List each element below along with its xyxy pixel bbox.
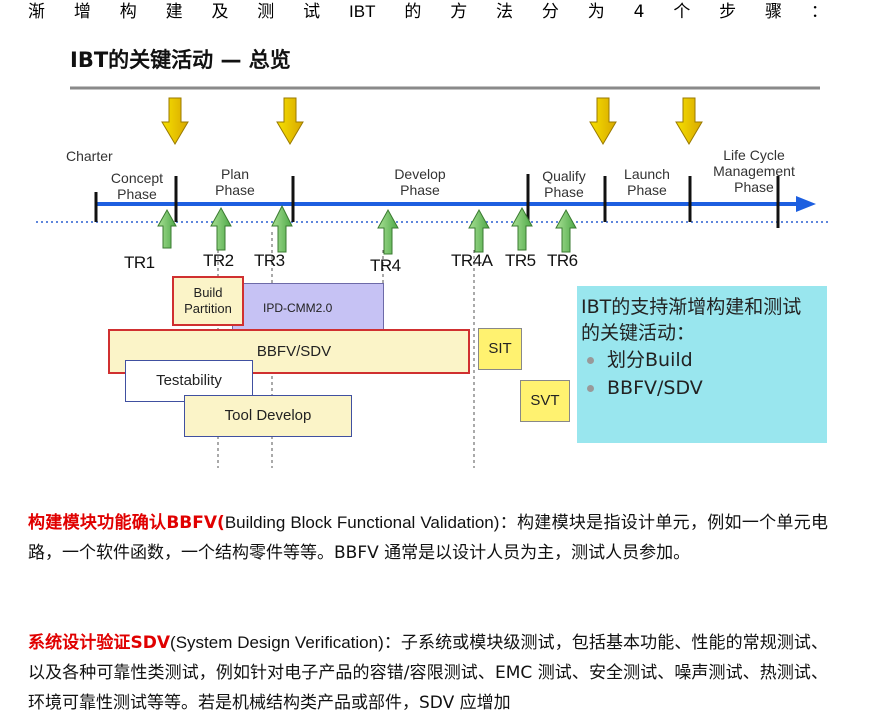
- yellow-arrow: [589, 97, 617, 145]
- ibt-key-activities-panel: IBT的支持渐增构建和测试的关键活动： 划分Build BBFV/SDV: [577, 286, 827, 443]
- intro-char: 测: [257, 2, 275, 22]
- intro-char: 为: [587, 2, 605, 22]
- tr2-label: TR2: [203, 251, 234, 270]
- sit-box: SIT: [478, 328, 522, 370]
- intro-char: 方: [450, 2, 468, 22]
- phase-qualify: Qualify Phase: [542, 168, 586, 200]
- bbfv-paragraph: 构建模块功能确认BBFV(Building Block Functional V…: [28, 508, 828, 568]
- tr1-label: TR1: [124, 253, 155, 272]
- sdv-english: (System Design Verification): [170, 633, 384, 652]
- intro-char: 建: [165, 2, 183, 22]
- green-arrow: [377, 208, 399, 255]
- intro-char: IBT: [349, 2, 376, 21]
- green-arrow: [468, 208, 490, 253]
- intro-char: 试: [303, 2, 321, 22]
- yellow-arrow: [276, 97, 304, 145]
- diagram-graphics: [36, 86, 828, 468]
- yellow-arrow: [161, 97, 189, 145]
- panel-title: IBT的支持渐增构建和测试的关键活动：: [581, 296, 802, 344]
- bbfv-english: Building Block Functional Validation): [224, 513, 500, 532]
- intro-char: 增: [73, 2, 91, 22]
- ibt-overview-diagram: IBT的关键活动 — 总览 Charter Concept Phase Plan…: [36, 48, 828, 468]
- green-arrow: [157, 208, 177, 249]
- sdv-paragraph: 系统设计验证SDV(System Design Verification)：子系…: [28, 628, 828, 718]
- phase-concept: Concept Phase: [110, 170, 164, 202]
- green-arrow: [210, 206, 232, 251]
- tr4-label: TR4: [370, 256, 401, 275]
- intro-char: 及: [211, 2, 229, 22]
- intro-char: 分: [541, 2, 559, 22]
- intro-char: 法: [496, 2, 514, 22]
- sdv-description: ：子系统或模块级测试，包括基本功能、性能的常规测试、以及各种可靠性类测试，例如针…: [28, 633, 829, 713]
- tool-develop-box: Tool Develop: [184, 395, 352, 437]
- intro-char: 步: [719, 2, 737, 22]
- green-arrow: [271, 204, 293, 253]
- tr6-label: TR6: [547, 251, 578, 270]
- tr3-label: TR3: [254, 251, 285, 270]
- green-arrow: [555, 208, 577, 253]
- bbfv-term: 构建模块功能确认BBFV(: [28, 513, 225, 533]
- build-partition-box: Build Partition: [172, 276, 244, 326]
- green-arrow: [511, 206, 533, 251]
- intro-char: 个: [673, 2, 691, 22]
- phase-plan: Plan Phase: [215, 166, 255, 198]
- panel-item: 划分Build: [581, 346, 819, 374]
- phase-launch: Launch Phase: [624, 166, 670, 198]
- intro-char: 构: [119, 2, 137, 22]
- svt-box: SVT: [520, 380, 570, 422]
- bbfv-description: ：构建模块是指设计单元，例如一个单元电路，一个软件函数，一个结构零件等等。BBF…: [28, 513, 828, 563]
- phase-charter: Charter: [66, 148, 113, 164]
- intro-char: 的: [404, 2, 422, 22]
- yellow-arrow: [675, 97, 703, 145]
- ipd-box: IPD-CMM2.0: [232, 283, 384, 332]
- tr4a-label: TR4A: [451, 251, 493, 270]
- timeline-arrowhead: [796, 196, 816, 212]
- intro-line: 渐 增 构 建 及 测 试 IBT 的 方 法 分 为 4 个 步 骤 ：: [28, 0, 828, 24]
- intro-char: 骤: [765, 2, 783, 22]
- phase-lifecycle: Life Cycle Management Phase: [713, 147, 795, 195]
- intro-char: 4: [633, 2, 645, 22]
- intro-char: ：: [810, 2, 828, 22]
- sdv-term: 系统设计验证SDV: [28, 633, 171, 653]
- phase-develop: Develop Phase: [394, 166, 446, 198]
- tr5-label: TR5: [505, 251, 536, 270]
- diagram-title: IBT的关键活动 — 总览: [70, 48, 291, 72]
- intro-char: 渐: [28, 2, 45, 22]
- panel-item: BBFV/SDV: [581, 374, 819, 402]
